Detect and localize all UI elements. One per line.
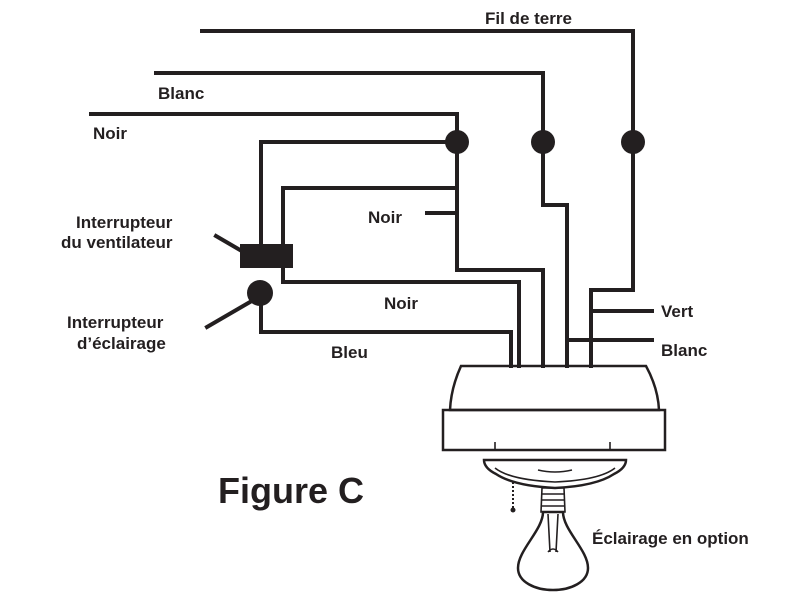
label-blue-wire: Bleu (331, 343, 368, 362)
label-black-low: Noir (384, 294, 418, 313)
label-green-wire: Vert (661, 302, 693, 321)
label-light-switch-line2: d’éclairage (77, 334, 166, 353)
light-kit-socket-ring (537, 469, 573, 473)
label-fan-switch-line2: du ventilateur (61, 233, 173, 252)
label-black-mid: Noir (368, 208, 402, 227)
fan-switch-output-wire (281, 266, 521, 368)
fan-switch-pointer (213, 233, 243, 253)
label-black-supply: Noir (93, 124, 127, 143)
fan-housing (441, 408, 667, 452)
label-optional-light: Éclairage en option (592, 529, 749, 548)
label-ground-wire: Fil de terre (485, 9, 572, 28)
light-switch (247, 280, 273, 306)
label-white-supply: Blanc (158, 84, 204, 103)
fan-ground-lead (589, 140, 635, 368)
bulb-base (540, 487, 566, 513)
label-light-switch-line1: Interrupteur (67, 313, 164, 332)
label-white-fan-wire: Blanc (661, 341, 707, 360)
bulb-glass (516, 510, 590, 592)
fan-white-lead (541, 140, 569, 368)
light-switch-pointer (204, 299, 253, 330)
light-bulb (516, 487, 590, 592)
fan-switch (240, 244, 293, 268)
switch-feed-wire (259, 140, 459, 248)
blue-lead-wire (259, 292, 513, 368)
black-supply-wire (89, 112, 459, 144)
fan-body (441, 364, 667, 513)
fan-canopy (448, 364, 661, 412)
light-kit-shade (494, 467, 616, 483)
ground-wire (200, 29, 635, 144)
fan-black-lead (455, 140, 545, 368)
pull-chain-knob (510, 507, 516, 513)
bulb-filament (547, 513, 559, 553)
white-supply-wire (154, 71, 545, 144)
figure-title: Figure C (218, 470, 364, 511)
fan-switch-loop-wire (281, 186, 459, 248)
fan-lead-wires (259, 140, 654, 368)
label-fan-switch-line1: Interrupteur (76, 213, 173, 232)
